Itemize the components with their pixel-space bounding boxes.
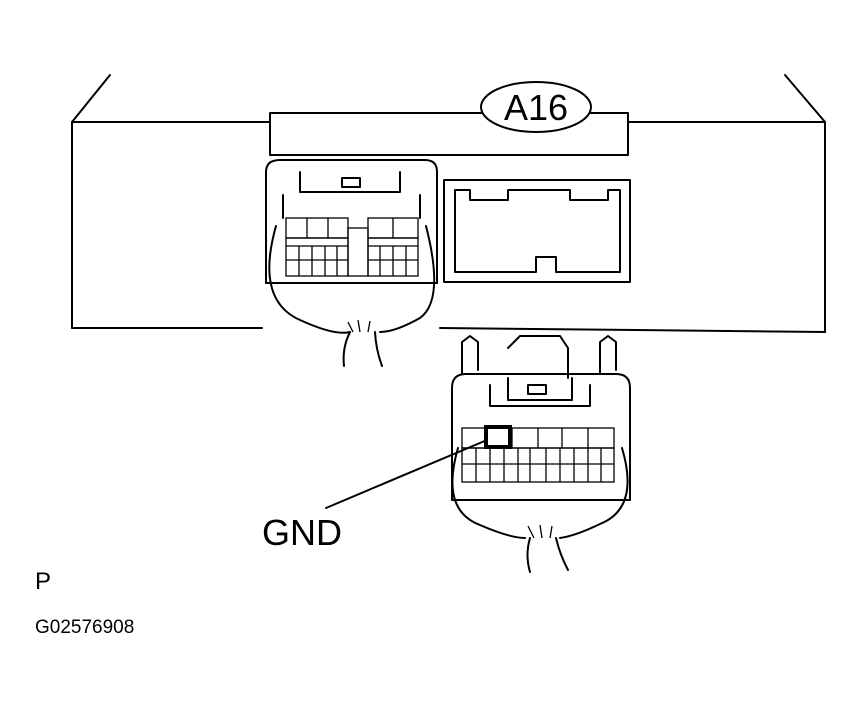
- empty-socket: [443, 179, 631, 283]
- mounted-connector-pins: [285, 217, 419, 277]
- harness-connector: [451, 335, 631, 573]
- gnd-terminal-highlight: [484, 425, 512, 449]
- gnd-callout: GND: [262, 439, 488, 553]
- figure-id: G02576908: [35, 617, 134, 638]
- ecu-housing: [71, 74, 826, 333]
- gnd-label: GND: [262, 512, 342, 553]
- gnd-leader-line: [325, 439, 488, 509]
- connector-code-badge: A16: [480, 81, 592, 133]
- view-letter: P: [35, 568, 51, 595]
- connector-code-text: A16: [504, 87, 568, 128]
- mounted-connector: [265, 159, 438, 367]
